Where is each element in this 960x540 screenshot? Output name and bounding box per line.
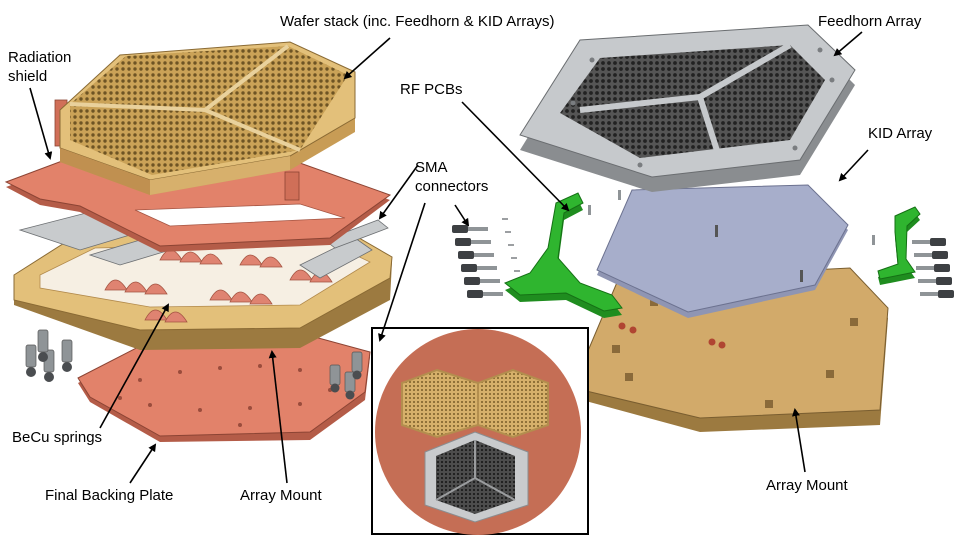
small-screws — [588, 190, 875, 245]
sma-connectors-right-row-right — [912, 238, 954, 298]
kid-array-part — [596, 184, 849, 318]
sma-connectors-right-cluster — [329, 351, 363, 400]
becu-springs-label: BeCu springs — [12, 429, 103, 446]
feedhorn-array-part — [519, 24, 856, 192]
array-mount-left-label: Array Mount — [240, 487, 322, 504]
feedhorn-array-label: Feedhorn Array — [818, 13, 922, 30]
array-mount-right-part — [581, 267, 889, 432]
left-exploded-assembly — [4, 41, 393, 442]
radiation-shield-part — [4, 99, 392, 252]
sma-connectors-right-row-left — [452, 218, 520, 298]
radiation-shield-label-line2: shield — [8, 68, 48, 85]
leader-arrows — [29, 31, 869, 484]
wafer-stack-part — [59, 41, 356, 195]
right-exploded-assembly — [452, 24, 954, 432]
rf-pcb-right-part — [877, 206, 921, 285]
wafer-stack-label: Wafer stack (inc. Feedhorn & KID Arrays) — [280, 13, 555, 30]
rf-pcb-left-part — [504, 192, 623, 318]
radiation-shield-label-line1: Radiation — [8, 49, 72, 66]
array-mount-right-label: Array Mount — [766, 477, 848, 494]
final-backing-plate-part — [77, 332, 371, 442]
inset-top-view — [371, 327, 589, 535]
sma-connectors-left-cluster — [25, 329, 73, 382]
kid-array-label: KID Array — [868, 125, 933, 142]
rf-pcbs-label: RF PCBs — [400, 81, 463, 98]
sma-connectors-label-line1: SMA — [415, 159, 448, 176]
final-backing-plate-label: Final Backing Plate — [45, 487, 174, 504]
sma-connectors-label-line2: connectors — [415, 178, 489, 195]
